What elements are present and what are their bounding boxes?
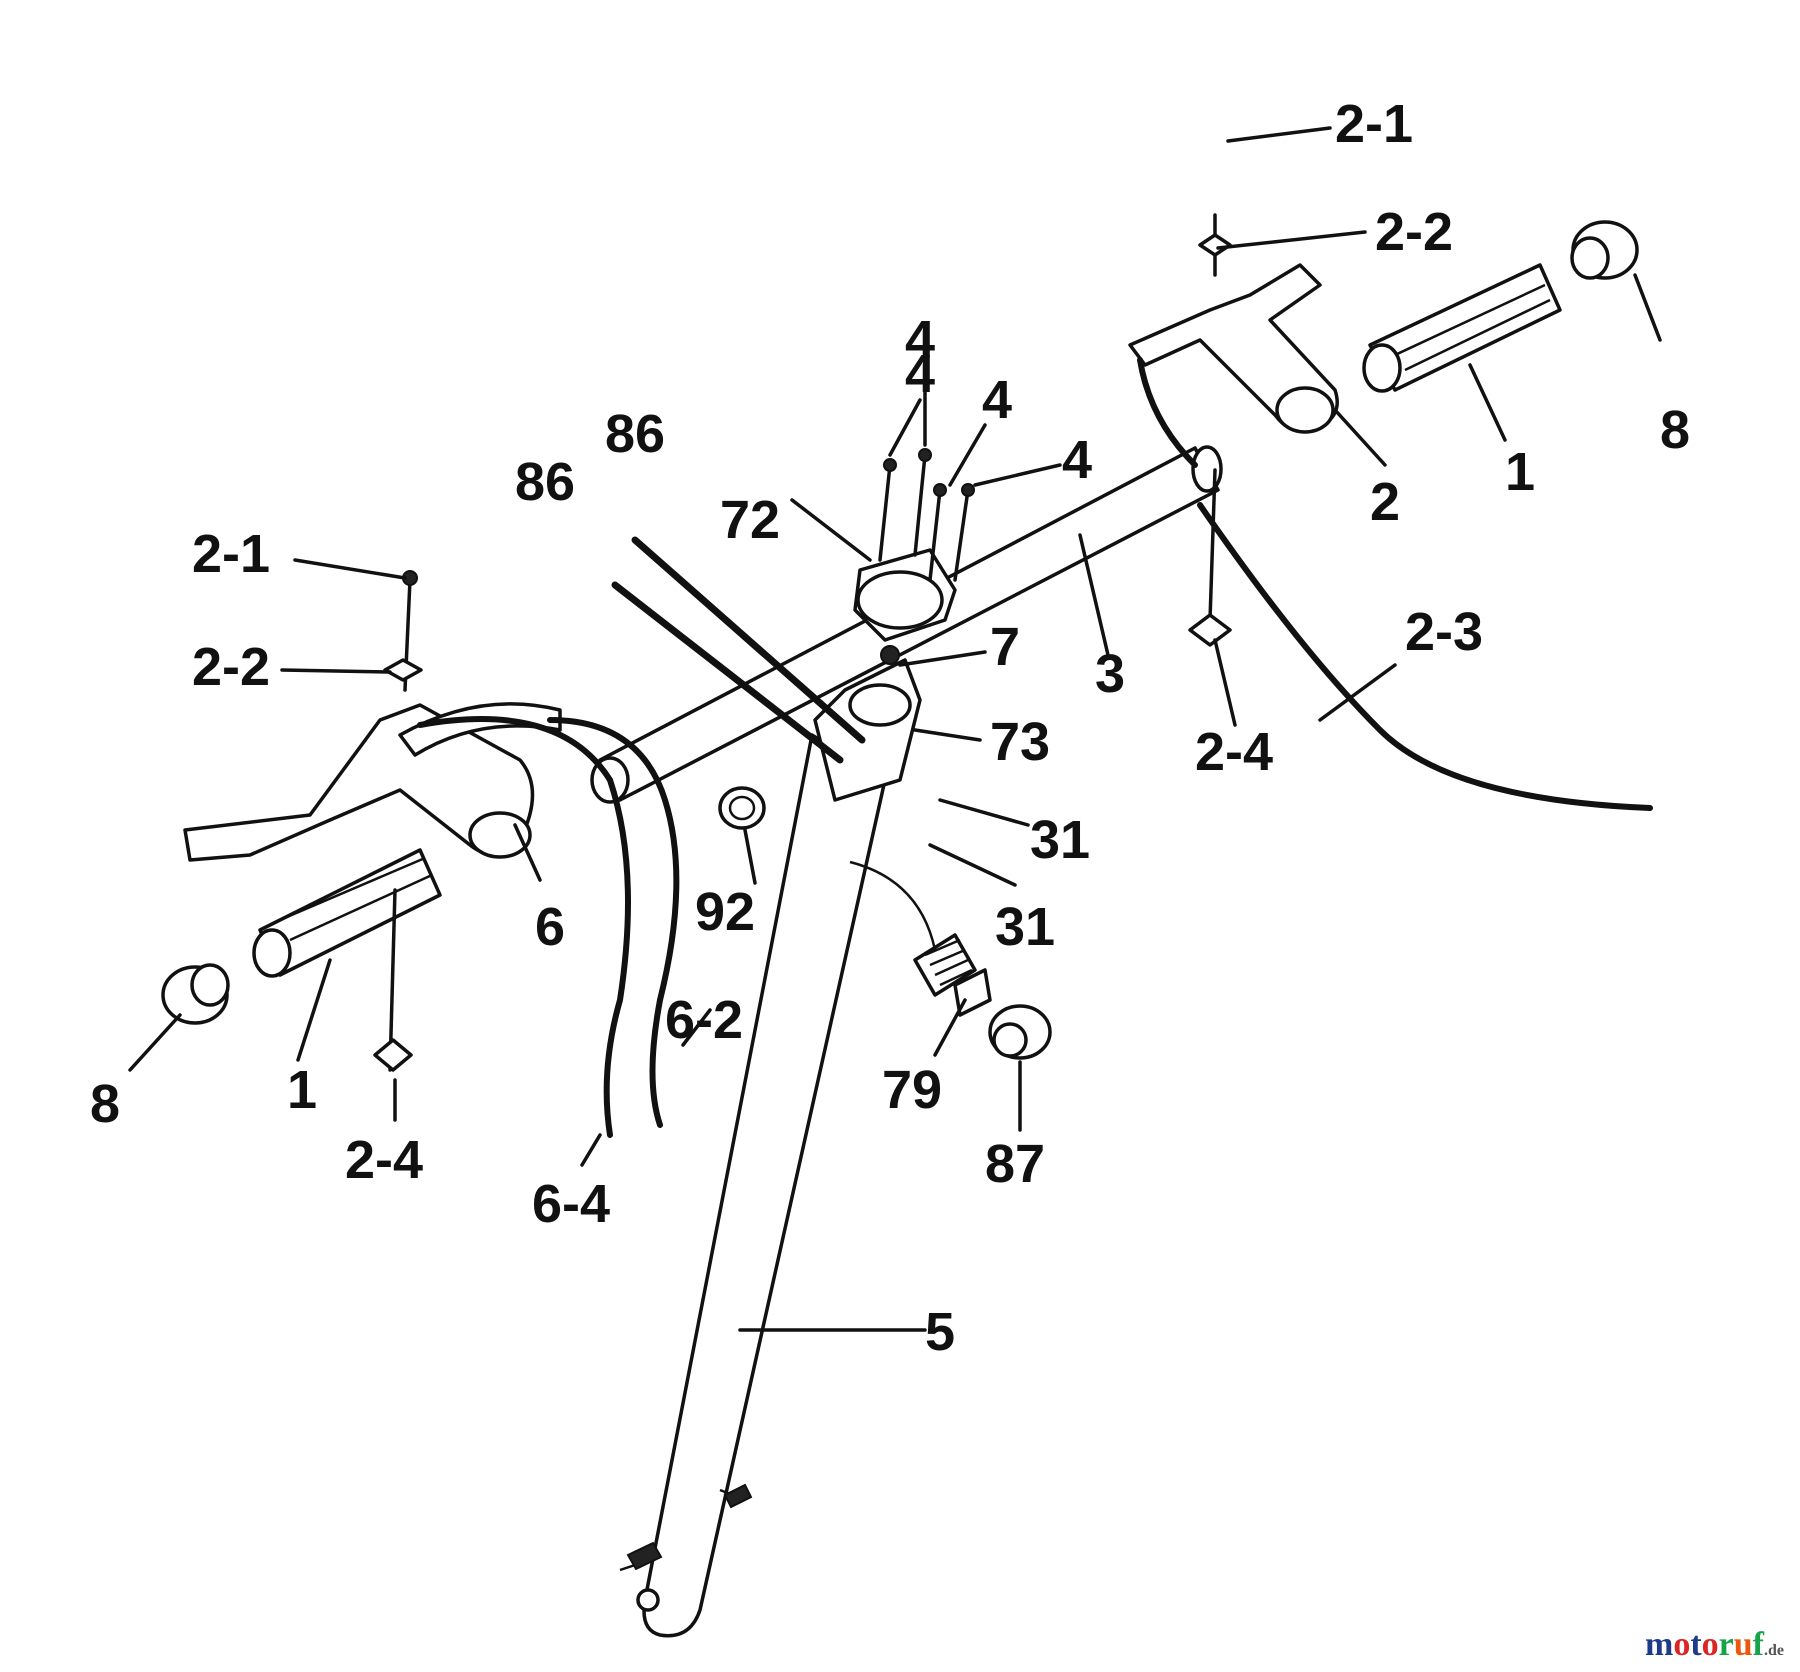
label-8-left: 8 [90,1074,120,1134]
label-87: 87 [985,1134,1045,1194]
label-4-c: 4 [982,370,1012,430]
label-1-left: 1 [287,1060,317,1120]
watermark-logo: motoruf.de [1645,1626,1784,1664]
right-end-cap [1570,220,1639,280]
label-2: 2 [1370,472,1400,532]
cable-6-4 [417,716,631,1138]
label-2-3: 2-3 [1405,602,1483,662]
label-73: 73 [990,712,1050,772]
spring-79 [913,933,992,1017]
label-4-a: 4 [905,344,935,404]
label-86-b: 86 [515,452,575,512]
leader-lines [128,126,1662,1332]
label-79: 79 [882,1060,942,1120]
label-6: 6 [535,897,565,957]
callout-labels: 2-1 2-2 8 4 4 4 4 1 2 86 86 72 3 2-3 2-4… [90,94,1690,1362]
label-72: 72 [720,490,780,550]
plug-92 [718,786,766,830]
label-92: 92 [695,882,755,942]
label-2-4-left: 2-4 [345,1130,423,1190]
label-5: 5 [925,1302,955,1362]
label-31-a: 31 [1030,810,1090,870]
watermark-suffix: .de [1764,1642,1784,1659]
cable-2-3 [1197,502,1653,811]
cable-6-2 [547,717,680,1128]
right-grip [1362,263,1562,393]
right-lever-assembly [1128,213,1639,647]
rods-86 [611,536,866,764]
label-3: 3 [1095,644,1125,704]
clamp-bolts [878,448,975,582]
label-2-4-right: 2-4 [1195,722,1273,782]
label-6-4: 6-4 [532,1174,610,1234]
knob-87 [988,1004,1052,1060]
label-2-2-left: 2-2 [192,637,270,697]
label-7: 7 [990,617,1020,677]
watermark-text: motoruf [1645,1626,1764,1663]
label-31-b: 31 [995,897,1055,957]
label-1-right: 1 [1505,442,1535,502]
label-4-b: 4 [905,310,935,370]
spring-wire [849,860,937,951]
left-lever-assembly [161,570,562,1072]
left-grip [252,848,442,978]
label-6-2: 6-2 [665,990,743,1050]
left-end-cap [161,963,230,1025]
label-4-d: 4 [1062,430,1092,490]
center-clamp [813,548,957,802]
lower-tube [619,733,887,1638]
label-2-1-left: 2-1 [192,524,270,584]
label-86-a: 86 [605,404,665,464]
label-2-2-top: 2-2 [1375,202,1453,262]
label-2-1-top: 2-1 [1335,94,1413,154]
label-8-right: 8 [1660,400,1690,460]
